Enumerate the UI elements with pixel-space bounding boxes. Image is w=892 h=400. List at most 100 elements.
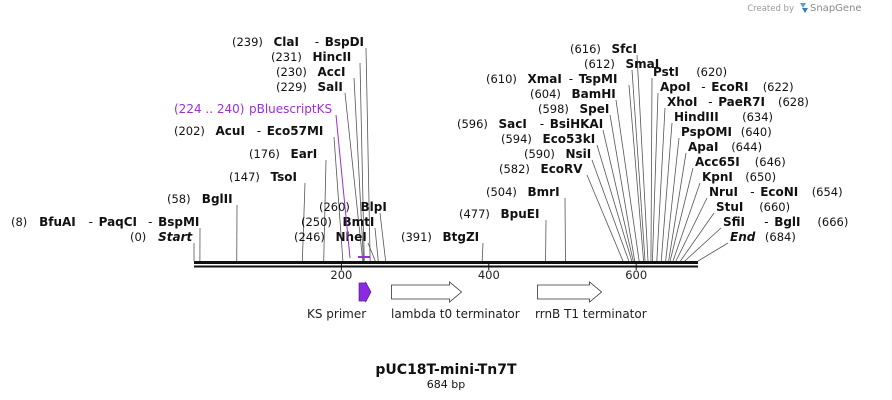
site-position: (684): [765, 230, 796, 244]
site-label: ApoI-EcoRI(622): [660, 80, 794, 94]
feature-arrow: [391, 281, 463, 303]
site-connector-line: [344, 92, 364, 262]
site-position: (598): [538, 102, 569, 116]
site-position: (260): [319, 200, 350, 214]
enzyme-name: BmrI: [528, 185, 560, 199]
site-label: KpnI(650): [702, 170, 776, 184]
name-separator: -: [89, 215, 93, 229]
site-label: (612)SmaI: [584, 57, 659, 71]
credit-text: Created by: [747, 4, 794, 14]
enzyme-name: PstI: [653, 65, 679, 79]
site-connector-line: [602, 129, 634, 262]
site-position: (391): [401, 230, 432, 244]
site-position: (0): [130, 230, 146, 244]
site-position: (610): [486, 72, 517, 86]
site-label: (231)HincII: [271, 50, 351, 64]
enzyme-name: BspMI: [158, 215, 199, 229]
sequence-backbone: [194, 261, 698, 268]
enzyme-name: SmaI: [626, 57, 660, 71]
enzyme-name: Acc65I: [695, 155, 740, 169]
backbone-bottom-strand: [194, 265, 698, 268]
enzyme-name: ClaI: [274, 35, 299, 49]
enzyme-name: AcuI: [216, 124, 245, 138]
site-connector-line: [323, 159, 327, 262]
site-label: (594)Eco53kI: [501, 132, 595, 146]
site-position: (58): [167, 192, 191, 206]
site-position: (650): [745, 170, 776, 184]
site-connector-line: [615, 99, 640, 262]
site-position: (634): [742, 110, 773, 124]
enzyme-name: EcoRI: [711, 80, 748, 94]
site-connector-line: [596, 144, 633, 262]
enzyme-name: End: [730, 230, 756, 244]
site-position: (176): [249, 147, 280, 161]
name-separator: -: [315, 35, 319, 49]
enzyme-name: ApaI: [688, 140, 718, 154]
site-label: (250) BmtI: [301, 215, 374, 229]
site-connector-line: [301, 182, 306, 262]
site-connector-line: [669, 167, 694, 262]
snapgene-logo-icon: [800, 3, 808, 13]
site-label: ApaI(644): [688, 140, 762, 154]
enzyme-name: PaeR7I: [718, 95, 765, 109]
site-label: (590)NsiI: [524, 147, 591, 161]
site-label: (598) SpeI: [538, 102, 609, 116]
enzyme-name: TsoI: [271, 170, 297, 184]
enzyme-name: PaqCI: [99, 215, 137, 229]
enzyme-name: EcoNI: [760, 185, 798, 199]
site-position: (620): [696, 65, 727, 79]
site-label: SfiI-BglI(666): [723, 215, 848, 229]
site-position: (504): [486, 185, 517, 199]
site-connector-line: [697, 242, 729, 262]
enzyme-name: SfiI: [723, 215, 745, 229]
enzyme-name: BglI: [774, 215, 800, 229]
enzyme-name: BlpI: [361, 200, 387, 214]
enzyme-name: BspDI: [325, 35, 364, 49]
site-label: (202)AcuI-Eco57MI: [174, 124, 323, 138]
site-position: (646): [755, 155, 786, 169]
name-separator: -: [148, 215, 152, 229]
site-position: (654): [812, 185, 843, 199]
enzyme-name: BmtI: [343, 215, 375, 229]
site-position: (616): [570, 42, 601, 56]
enzyme-name: SalI: [318, 80, 343, 94]
site-label: (176)EarI: [249, 147, 317, 161]
site-connector-line: [660, 122, 673, 262]
site-connector-line: [359, 62, 365, 262]
site-position: (147): [229, 170, 260, 184]
site-connector-line: [684, 227, 722, 262]
name-separator: -: [708, 95, 712, 109]
feature-arrow: [537, 281, 603, 303]
name-separator: -: [750, 185, 754, 199]
site-position: (594): [501, 132, 532, 146]
site-connector-line: [652, 92, 659, 262]
site-label: Acc65I (646): [695, 155, 786, 169]
site-connector-line: [650, 77, 653, 262]
site-position: (590): [524, 147, 555, 161]
enzyme-name: AccI: [318, 65, 346, 79]
site-position: (622): [763, 80, 794, 94]
site-connector-line: [353, 77, 364, 262]
site-label: (610)XmaI-TspMI: [486, 72, 617, 86]
site-connector-line: [481, 242, 484, 262]
enzyme-name: StuI: [716, 200, 743, 214]
site-position: (246): [294, 230, 325, 244]
site-label: (582)EcoRV: [499, 162, 583, 176]
site-position: (250): [301, 215, 332, 229]
enzyme-name: BtgZI: [443, 230, 480, 244]
site-position: (230): [276, 65, 307, 79]
enzyme-name: SpeI: [580, 102, 610, 116]
site-label: (246) NheI: [294, 230, 367, 244]
name-separator: -: [257, 124, 261, 138]
site-connector-line: [609, 114, 636, 262]
site-label: PstI (620): [653, 65, 727, 79]
site-connector-line: [586, 174, 624, 262]
axis-tick-label: 200: [330, 268, 352, 282]
site-label: (239)ClaI-BspDI: [232, 35, 364, 49]
site-position: (229): [276, 80, 307, 94]
enzyme-name: NheI: [336, 230, 367, 244]
site-connector-line: [365, 47, 371, 262]
enzyme-name: HindIII: [674, 110, 719, 124]
